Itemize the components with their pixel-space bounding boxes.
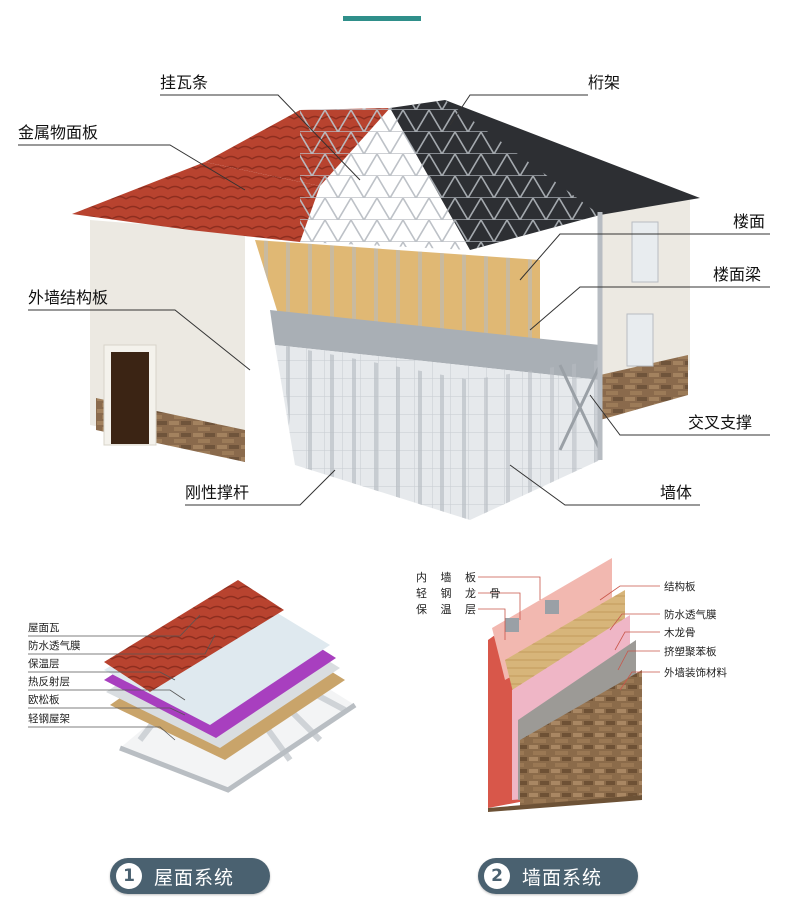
wall-system-badge-label: 墙面系统 xyxy=(522,866,603,889)
roof-system-badge: 1 屋面系统 xyxy=(110,858,270,894)
roof-tiles-left xyxy=(72,162,320,242)
wall-system-illustration xyxy=(488,558,642,812)
wall-bracket-2 xyxy=(505,618,519,632)
label-lou-mian: 楼面 xyxy=(733,212,765,231)
roof-layer-label-2: 防水透气膜 xyxy=(28,639,81,652)
roof-membrane-layer xyxy=(104,588,330,725)
wall-left-label-1: 内 墙 板 xyxy=(416,570,481,584)
roof-layer-label-1: 屋面瓦 xyxy=(28,622,60,634)
label-gua-wa-tiao: 挂瓦条 xyxy=(160,73,208,92)
label-qiang-ti: 墙体 xyxy=(660,483,692,502)
house-illustration xyxy=(72,100,700,520)
wall-bracket-1 xyxy=(545,600,559,614)
header-accent-bar xyxy=(343,16,421,21)
wall-system-badge: 2 墙面系统 xyxy=(478,858,638,894)
label-heng-jia: 桁架 xyxy=(588,73,620,92)
house-leader-lines xyxy=(18,94,770,506)
wall-finish-material xyxy=(520,670,642,808)
window-lower xyxy=(626,313,654,367)
floor-joists xyxy=(270,310,600,380)
wall-insulation xyxy=(492,558,612,680)
wall-system-badge-number: 2 xyxy=(484,863,510,889)
roof-system-badge-label: 屋面系统 xyxy=(154,866,235,889)
cross-brace xyxy=(558,364,602,451)
label-jin-shu-mian-ban: 金属物面板 xyxy=(18,123,98,142)
roof-system-illustration xyxy=(104,580,357,793)
roof-system-badge-number: 1 xyxy=(116,863,142,889)
wall-left-label-3: 保 温 层 xyxy=(416,602,481,616)
label-gang-xing-cheng-gan: 刚性撑杆 xyxy=(185,483,249,502)
roof-layer-label-6: 轻钢屋架 xyxy=(28,712,70,725)
front-door xyxy=(111,352,149,444)
roof-tile-layer xyxy=(104,580,284,692)
roof-truss-right xyxy=(390,100,600,250)
stone-base-right xyxy=(600,355,688,420)
wall-right-label-2: 防水透气膜 xyxy=(664,608,717,621)
label-jiao-cha-zhi-cheng: 交叉支撑 xyxy=(688,413,752,432)
lower-wall-framing xyxy=(280,345,470,520)
roof-layer-label-4: 热反射层 xyxy=(28,675,70,688)
label-wai-qiang-jie-gou-ban: 外墙结构板 xyxy=(28,288,108,307)
wall-left-label-2: 轻 钢 龙 骨 xyxy=(416,586,506,600)
roof-layer-label-3: 保温层 xyxy=(28,657,60,670)
window-upper xyxy=(631,221,659,283)
right-wall xyxy=(600,195,690,392)
wall-leader-lines xyxy=(478,576,660,691)
wall-right-label-4: 挤塑聚苯板 xyxy=(664,645,717,658)
roof-layer-label-5: 欧松板 xyxy=(28,693,60,706)
wall-right-label-5: 外墙装饰材料 xyxy=(664,666,727,679)
wall-wood-batten xyxy=(505,590,625,700)
side-wall-framing xyxy=(470,360,600,520)
roof-truss xyxy=(300,108,470,250)
roof-leader-lines xyxy=(28,614,216,741)
wall-right-label-1: 结构板 xyxy=(664,580,696,593)
label-lou-mian-liang: 楼面梁 xyxy=(713,265,761,284)
wall-right-label-3: 木龙骨 xyxy=(664,626,696,639)
